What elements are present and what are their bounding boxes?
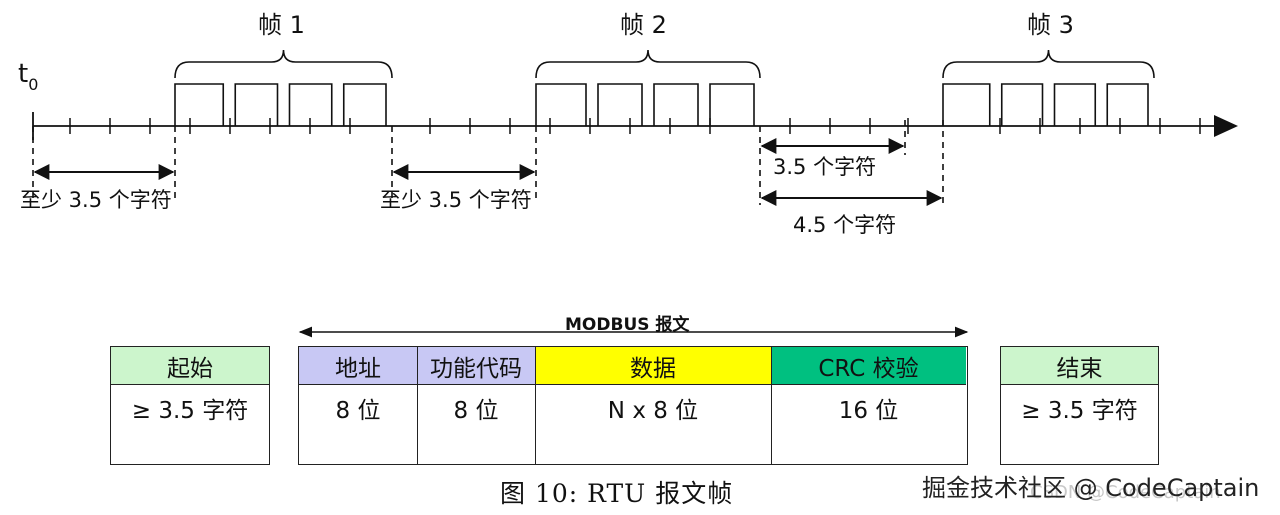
frame-1-label: 帧 1 bbox=[258, 11, 305, 39]
character-pulse bbox=[342, 83, 387, 126]
figure-caption: 图 10: RTU 报文帧 bbox=[500, 479, 734, 508]
field-divider bbox=[771, 347, 772, 464]
field-crc-value: 16 位 bbox=[838, 398, 899, 424]
frame-brace bbox=[942, 49, 1155, 79]
frame-brace bbox=[535, 49, 761, 79]
character-pulse bbox=[1106, 83, 1149, 126]
gap-4-label: 4.5 个字符 bbox=[793, 213, 896, 237]
character-pulse bbox=[1053, 83, 1097, 126]
frame-3-label: 帧 3 bbox=[1027, 11, 1074, 39]
message-fields-box: 地址 8 位 功能代码 8 位 数据 N x 8 位 CRC 校验 16 位 bbox=[298, 346, 968, 465]
field-function-value: 8 位 bbox=[453, 398, 499, 424]
gap-1-label: 至少 3.5 个字符 bbox=[20, 188, 172, 212]
frame-brace bbox=[174, 49, 393, 79]
field-data-header: 数据 bbox=[535, 347, 771, 385]
field-divider bbox=[417, 347, 418, 464]
start-header: 起始 bbox=[111, 347, 269, 385]
gap-2-label: 至少 3.5 个字符 bbox=[380, 188, 532, 212]
character-pulse bbox=[234, 83, 279, 126]
timeline-geometry bbox=[32, 49, 1238, 206]
character-pulse bbox=[709, 83, 755, 126]
t0-label: t0 bbox=[18, 59, 38, 94]
field-address-value: 8 位 bbox=[335, 398, 381, 424]
character-pulse bbox=[174, 83, 225, 126]
character-pulse bbox=[288, 83, 333, 126]
field-divider bbox=[535, 347, 536, 464]
watermark-faint: CSDN @CodeCaptain bbox=[1030, 482, 1221, 503]
frame-2-label: 帧 2 bbox=[620, 11, 667, 39]
end-box: 结束 ≥ 3.5 字符 bbox=[1000, 346, 1159, 465]
character-pulse bbox=[942, 83, 991, 126]
end-header: 结束 bbox=[1001, 347, 1158, 385]
time-axis-arrowhead bbox=[1214, 115, 1238, 137]
character-pulse bbox=[597, 83, 643, 126]
watermark: 掘金技术社区 @ CodeCaptain bbox=[922, 474, 1260, 502]
field-function-header: 功能代码 bbox=[417, 347, 535, 385]
start-box: 起始 ≥ 3.5 字符 bbox=[110, 346, 270, 465]
field-data-value: N x 8 位 bbox=[607, 398, 699, 424]
start-value: ≥ 3.5 字符 bbox=[131, 398, 249, 424]
end-value: ≥ 3.5 字符 bbox=[1021, 398, 1138, 424]
character-pulse bbox=[1000, 83, 1044, 126]
character-pulse bbox=[535, 83, 587, 126]
gap-3-label: 3.5 个字符 bbox=[773, 155, 876, 179]
field-crc-header: CRC 校验 bbox=[771, 347, 966, 385]
modbus-message-title: MODBUS 报文 bbox=[565, 315, 690, 335]
character-pulse bbox=[653, 83, 699, 126]
rtu-timeline-diagram: t0 帧 1 帧 2 帧 3 至少 3.5 个字符 至少 3.5 个字符 3.5… bbox=[18, 11, 1238, 237]
field-address-header: 地址 bbox=[299, 347, 417, 385]
